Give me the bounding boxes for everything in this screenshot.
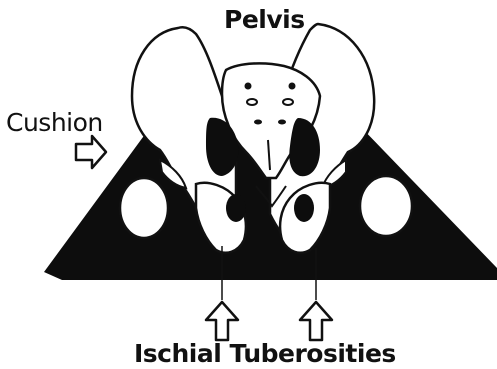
left-femoral-head — [120, 178, 168, 238]
up-arrow-icon — [206, 302, 238, 340]
ischial-tuberosities-label: Ischial Tuberosities — [134, 341, 396, 366]
cushion-label: Cushion — [6, 110, 103, 135]
up-arrow-icon — [300, 302, 332, 340]
diagram-title: Pelvis — [224, 7, 305, 32]
right-arrow-icon — [76, 136, 106, 168]
left-obturator-foramen — [226, 194, 246, 222]
right-femoral-head — [360, 176, 412, 236]
right-obturator-foramen — [294, 194, 314, 222]
